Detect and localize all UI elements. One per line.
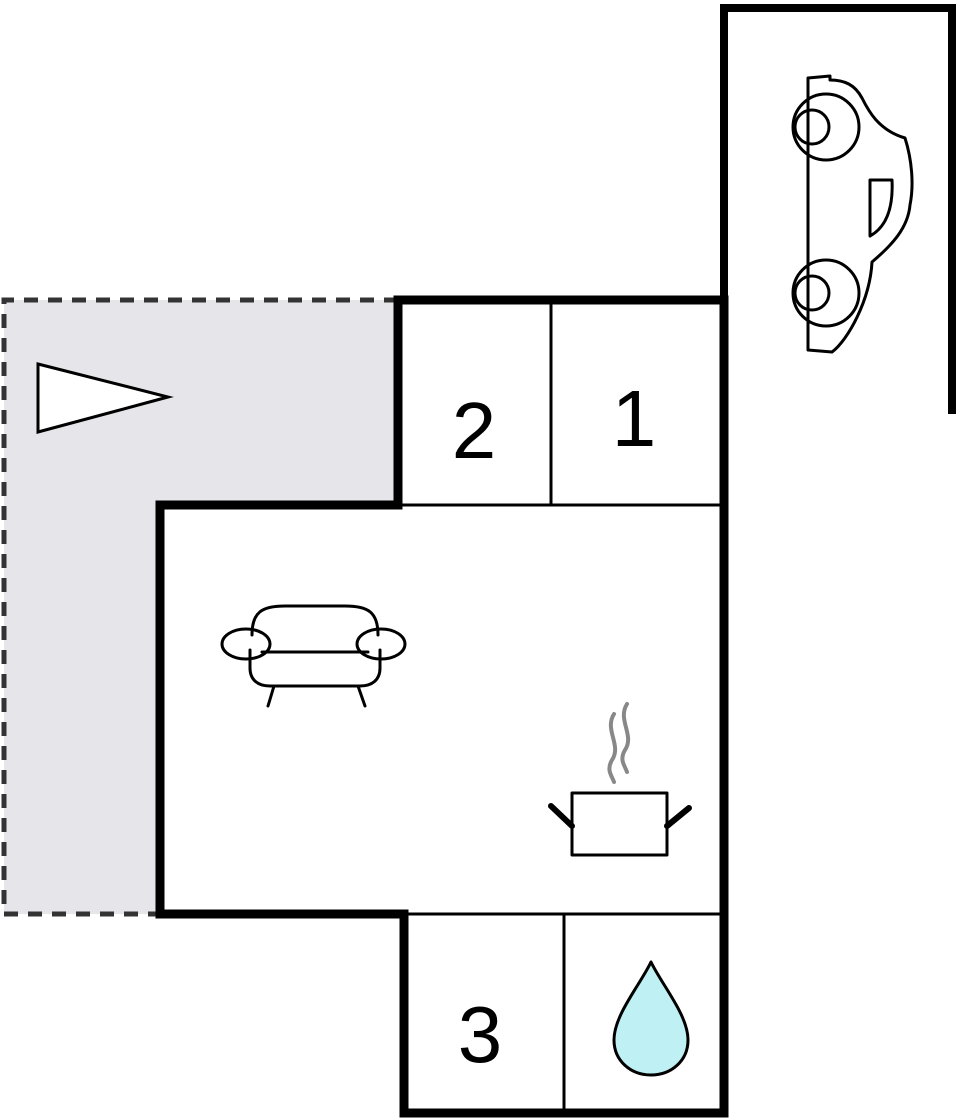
terrace-fill — [4, 300, 398, 914]
terrace-area — [1, 297, 398, 917]
terrace-dashed-border — [1, 297, 398, 917]
room-number-2: 2 — [452, 386, 497, 475]
parking-wall — [720, 4, 956, 414]
cooking-pot-icon — [548, 702, 692, 857]
room-number-1: 1 — [612, 374, 657, 463]
car-icon — [791, 74, 914, 354]
sofa-icon — [220, 604, 407, 708]
triangle-marker-icon — [36, 362, 174, 434]
house-walls — [155, 295, 729, 1118]
water-drop-icon — [612, 960, 690, 1077]
parking-area — [720, 4, 956, 414]
room-number-3: 3 — [458, 990, 503, 1079]
